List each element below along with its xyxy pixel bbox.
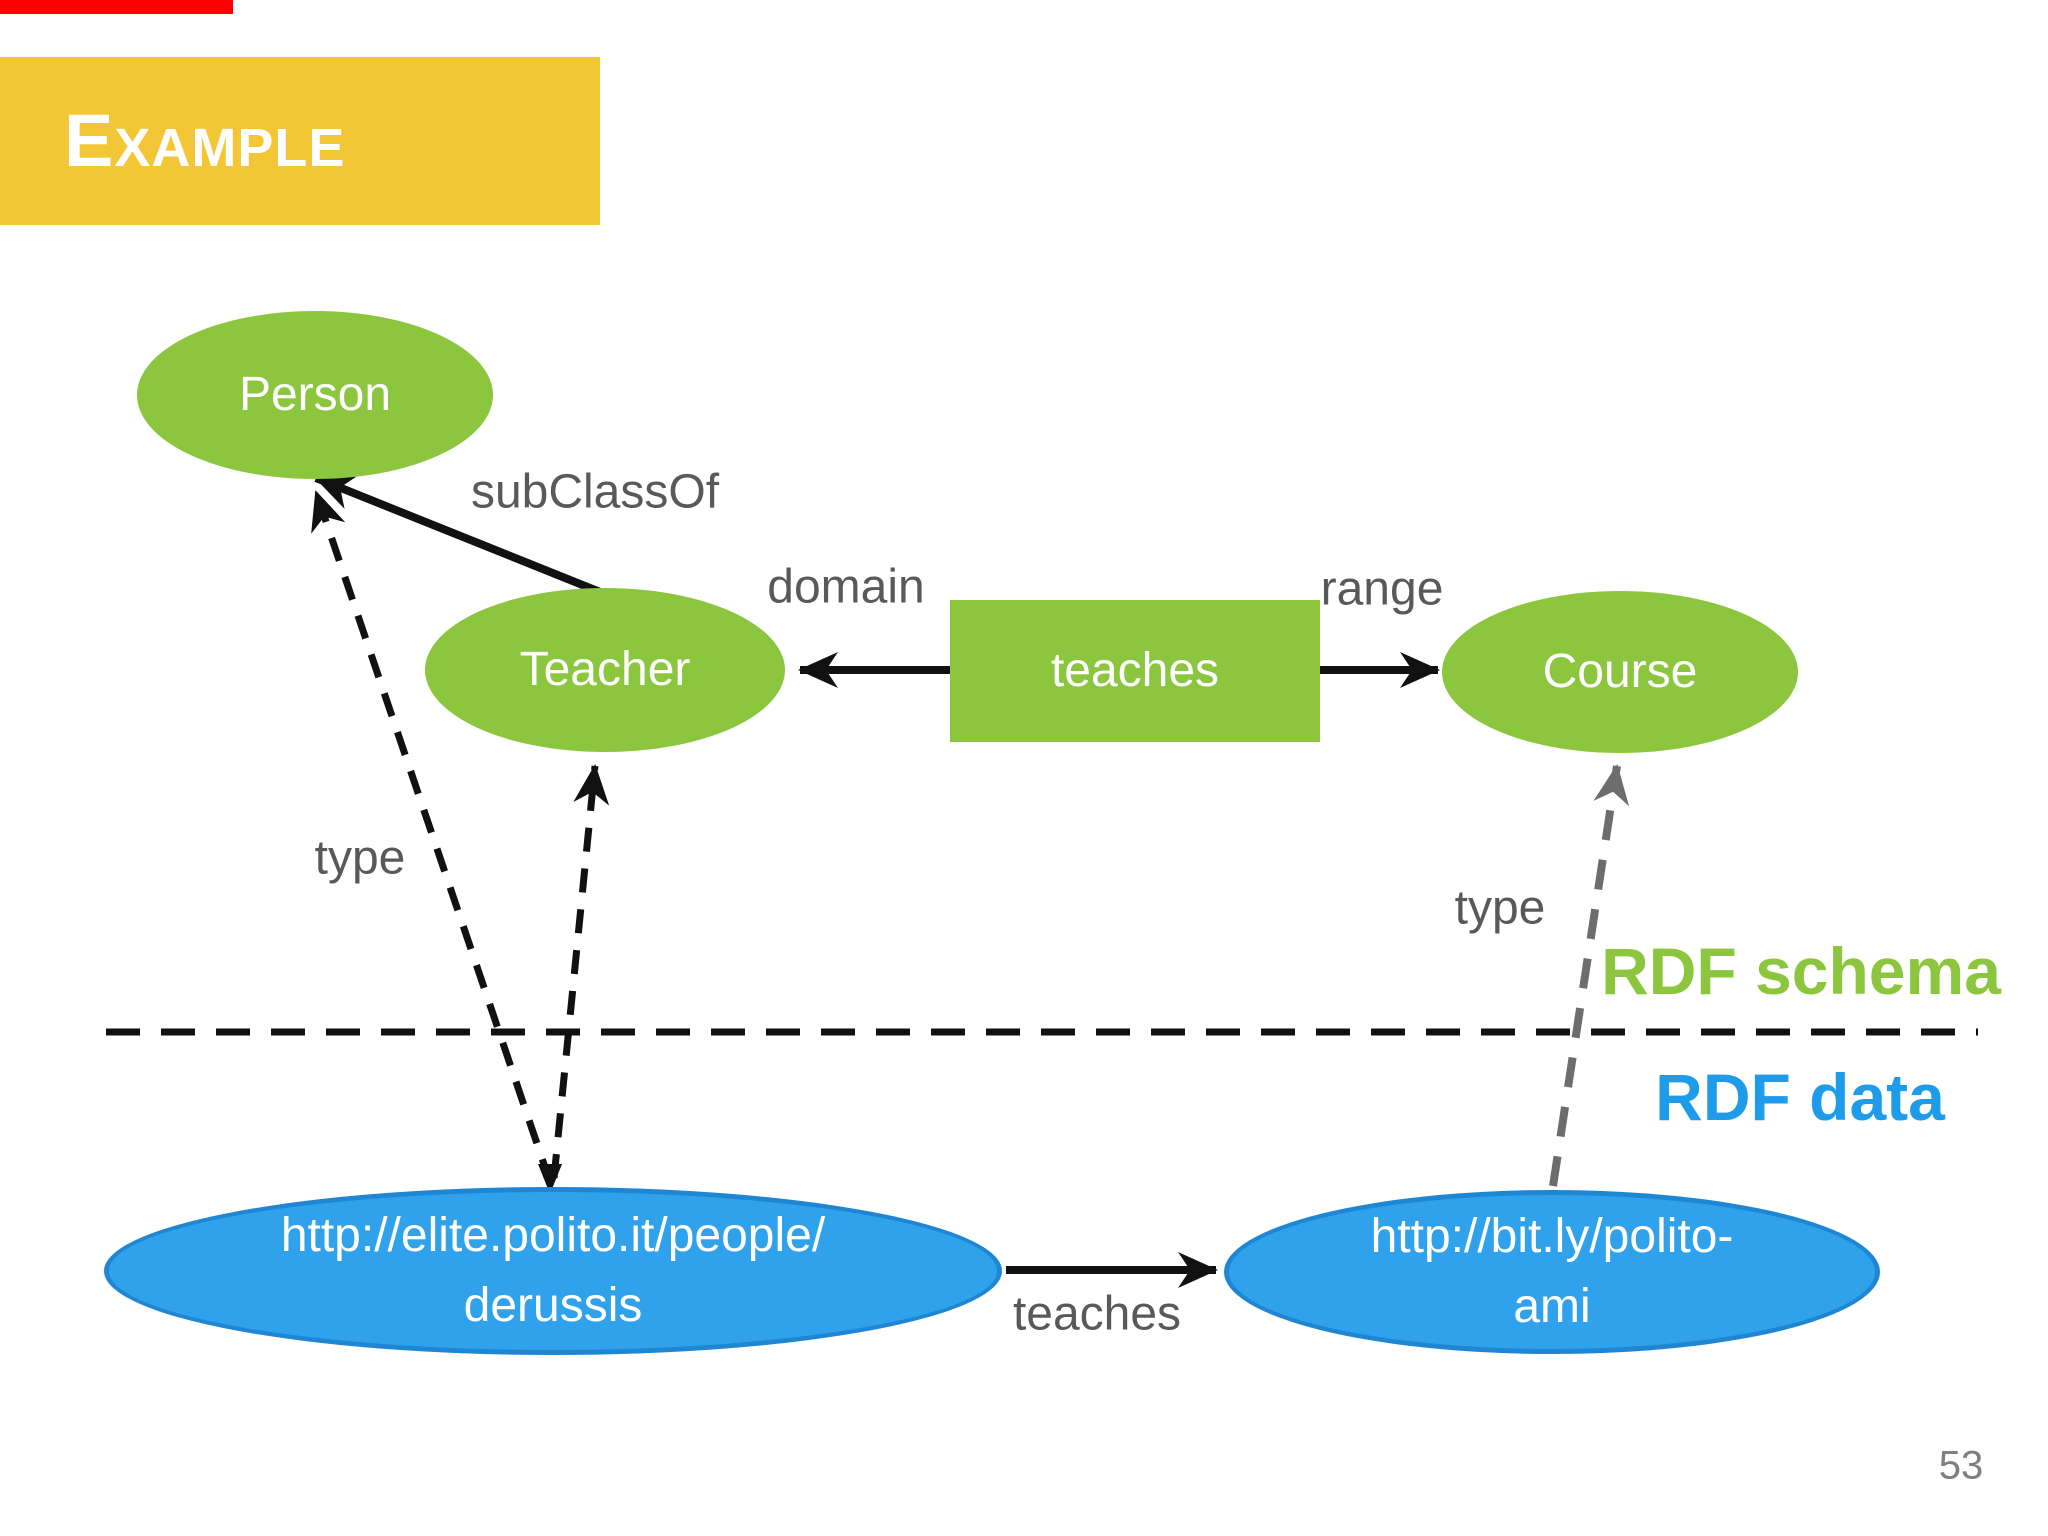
subclassof-label: subClassOf xyxy=(470,465,720,519)
class-node-person: Person xyxy=(137,311,493,479)
domain-label: domain xyxy=(767,560,925,614)
instance-node-derussis: http://elite.polito.it/people/derussis xyxy=(104,1187,1002,1355)
type-label-right: type xyxy=(1454,881,1546,935)
class-node-teacher-label: Teacher xyxy=(519,643,691,697)
teaches-instance-label: teaches xyxy=(1012,1287,1182,1341)
type-arrow-teacher xyxy=(550,764,610,1179)
page-title: EXAMPLE xyxy=(0,104,345,178)
type-arrow-course xyxy=(1549,764,1630,1187)
instance-derussis-line1: http://elite.polito.it/people/ xyxy=(280,1209,826,1263)
class-node-teacher: Teacher xyxy=(425,588,785,752)
class-node-course-label: Course xyxy=(1542,645,1698,699)
title-box: EXAMPLE xyxy=(0,57,600,225)
instance-node-polito-ami-label: http://bit.ly/polito-ami xyxy=(1371,1202,1734,1341)
property-box-teaches-label: teaches xyxy=(1050,644,1220,698)
page-title-rest: XAMPLE xyxy=(114,118,346,178)
class-node-course: Course xyxy=(1442,591,1798,753)
page-number: 53 xyxy=(1938,1443,1984,1488)
page-title-initial: E xyxy=(64,99,115,182)
instance-node-polito-ami: http://bit.ly/polito-ami xyxy=(1224,1190,1880,1354)
type-label-left: type xyxy=(314,831,406,885)
instance-ami-line2: ami xyxy=(1513,1280,1591,1333)
property-box-teaches: teaches xyxy=(950,600,1320,742)
class-node-person-label: Person xyxy=(238,368,392,422)
rdf-data-caption: RDF data xyxy=(1655,1060,1945,1134)
instance-ami-line1: http://bit.ly/polito- xyxy=(1370,1210,1734,1264)
instance-node-derussis-label: http://elite.polito.it/people/derussis xyxy=(281,1201,825,1340)
instance-derussis-line2: derussis xyxy=(463,1279,643,1332)
type-arrow-down-head xyxy=(538,1164,562,1194)
top-accent-bar xyxy=(0,0,233,14)
rdf-schema-caption: RDF schema xyxy=(1601,934,2001,1008)
range-label: range xyxy=(1320,562,1444,616)
subclassof-arrow xyxy=(314,474,602,596)
